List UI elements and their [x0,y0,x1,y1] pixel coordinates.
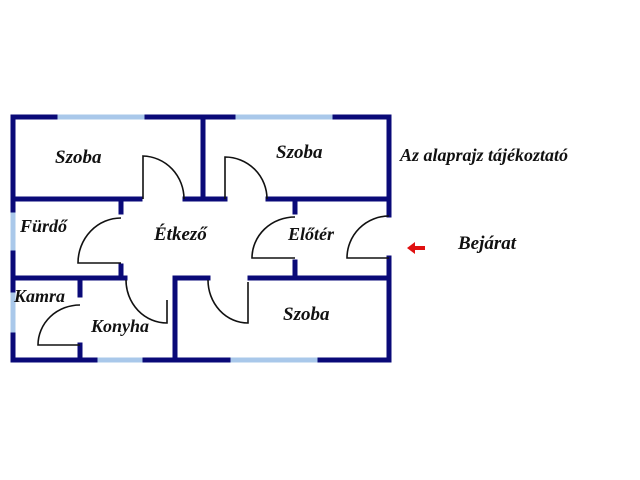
windows [10,114,335,363]
room-label-top-right: Szoba [276,142,323,163]
doors [37,155,390,346]
room-label-dining: Étkező [154,224,207,245]
walls [10,114,392,363]
entrance-label: Bejárat [458,233,517,254]
room-label-kitchen: Konyha [91,316,150,336]
room-label-hall: Előtér [288,224,335,244]
plan-title: Az alaprajz tájékoztató [400,145,569,165]
room-label-top-left: Szoba [55,147,102,168]
room-label-bottom: Szoba [283,304,330,325]
entrance-arrow-icon [407,242,425,254]
room-label-pantry: Kamra [14,286,66,306]
room-label-bathroom: Fürdő [20,216,68,236]
